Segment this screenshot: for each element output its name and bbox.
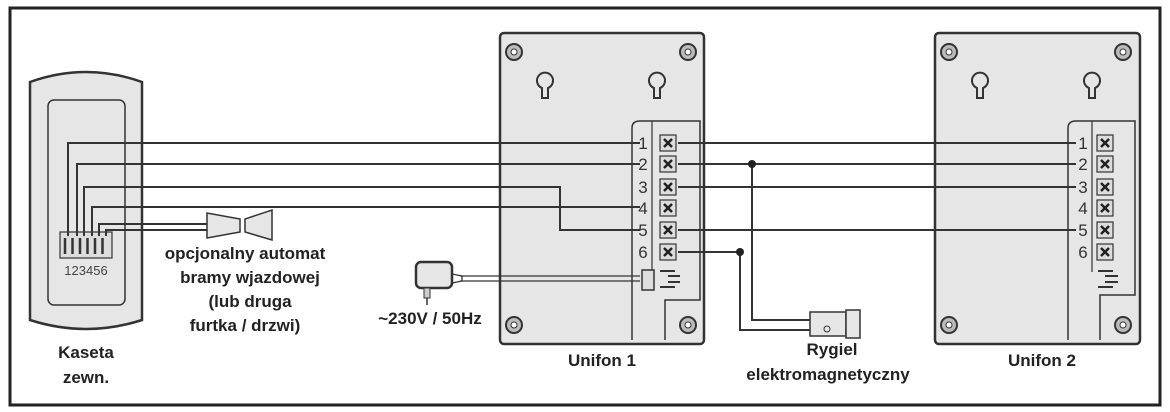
screw-cross — [1100, 203, 1110, 213]
power-adapter-icon — [414, 260, 680, 305]
terminal-number: 2 — [1078, 155, 1087, 174]
screw-hole-center — [1119, 48, 1127, 56]
keyhole-icon — [648, 71, 666, 99]
screw-cross — [663, 203, 673, 213]
outdoor-pin-labels: 123456 — [64, 263, 107, 278]
unifon-1-label: Unifon 1 — [568, 351, 636, 370]
power-socket-icon — [1098, 270, 1118, 288]
gate-label: opcjonalny automat — [165, 244, 326, 263]
screw-cross — [663, 182, 673, 192]
screw-hole-center — [684, 321, 692, 329]
keyhole-icon — [1083, 71, 1101, 99]
screw-cross — [663, 138, 673, 148]
terminal-number: 3 — [1078, 178, 1087, 197]
terminal-number: 5 — [638, 221, 647, 240]
terminal-number: 1 — [1078, 134, 1087, 153]
lock-label-2: elektromagnetyczny — [746, 365, 910, 384]
screw-cross — [663, 225, 673, 235]
screw-hole-center — [510, 321, 518, 329]
screw-cross — [1100, 182, 1110, 192]
terminal-number: 3 — [638, 178, 647, 197]
terminal-number: 5 — [1078, 221, 1087, 240]
power-label: ~230V / 50Hz — [378, 309, 482, 328]
outdoor-unit-label: Kaseta — [58, 343, 114, 362]
screw-cross — [1100, 225, 1110, 235]
screw-hole-center — [1119, 321, 1127, 329]
terminal-number: 2 — [638, 155, 647, 174]
keyhole-icon — [971, 71, 989, 99]
unifon-2 — [933, 31, 1142, 346]
screw-cross — [663, 159, 673, 169]
gate-label-2: bramy wjazdowej — [180, 268, 320, 287]
keyhole-icon — [536, 71, 554, 99]
terminal-number: 6 — [1078, 243, 1087, 262]
outdoor-unit-label-2: zewn. — [63, 368, 109, 387]
gate-label-4: furtka / drzwi) — [190, 316, 301, 335]
screw-cross — [1100, 247, 1110, 257]
screw-hole-center — [945, 321, 953, 329]
screw-hole-center — [510, 48, 518, 56]
screw-cross — [1100, 138, 1110, 148]
lock-label: Rygiel — [806, 340, 857, 359]
terminal-number: 4 — [1078, 199, 1087, 218]
terminal-number: 1 — [638, 134, 647, 153]
screw-hole-center — [945, 48, 953, 56]
screw-cross — [1100, 159, 1110, 169]
unifon-1 — [498, 31, 706, 346]
screw-hole-center — [684, 48, 692, 56]
terminal-number: 6 — [638, 243, 647, 262]
wires — [67, 142, 1076, 331]
terminal-number: 4 — [638, 199, 647, 218]
unifon-2-label: Unifon 2 — [1008, 351, 1076, 370]
electromagnetic-lock-icon — [809, 309, 861, 339]
screw-cross — [663, 247, 673, 257]
gate-actuator-icon — [206, 208, 273, 242]
gate-label-3: (lub druga — [208, 292, 292, 311]
